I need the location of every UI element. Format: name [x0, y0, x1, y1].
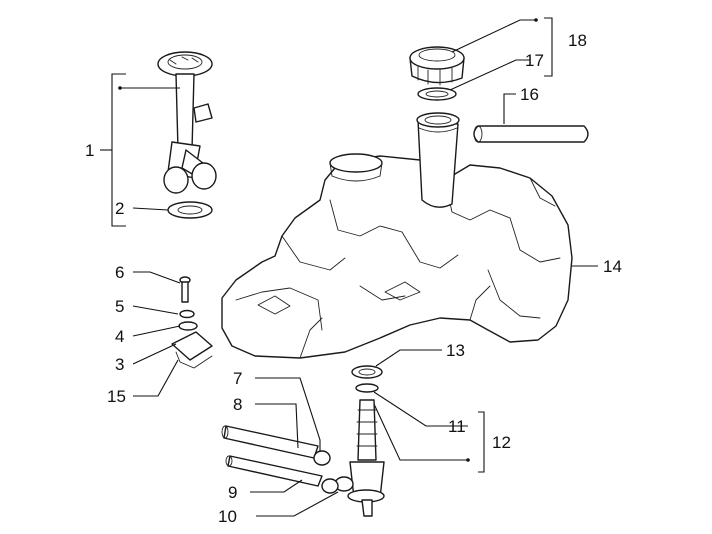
- o-ring: [355, 383, 379, 393]
- leader-lines: [100, 18, 598, 517]
- callout-14: 14: [603, 257, 622, 276]
- callout-17: 17: [525, 51, 544, 70]
- callout-13: 13: [446, 341, 465, 360]
- washer-5: [179, 309, 195, 319]
- group-bracket-12: [478, 411, 485, 473]
- callout-2: 2: [115, 199, 124, 218]
- callout-4: 4: [115, 327, 124, 346]
- callout-12: 12: [492, 433, 511, 452]
- callout-16: 16: [520, 85, 539, 104]
- group-bracket-18: [544, 17, 553, 77]
- callout-10: 10: [218, 507, 237, 526]
- fuel-hose-8: [221, 425, 319, 459]
- callout-5: 5: [115, 297, 124, 316]
- cap-gasket: [417, 87, 457, 101]
- fuel-hose-9: [225, 455, 323, 487]
- hose-clip-7: [313, 450, 331, 466]
- callout-9: 9: [228, 483, 237, 502]
- callout-6: 6: [115, 263, 124, 282]
- tap-gasket: [351, 365, 383, 379]
- callout-11: 11: [448, 417, 466, 436]
- fuel-level-sender: [157, 51, 217, 194]
- screw-6: [179, 276, 191, 303]
- fuel-cap: [409, 46, 465, 86]
- callout-3: 3: [115, 355, 124, 374]
- hose-clip-10: [321, 478, 339, 494]
- callout-8: 8: [233, 395, 242, 414]
- fuel-tank: [221, 112, 573, 359]
- sender-gasket: [167, 201, 213, 219]
- callout-18: 18: [568, 31, 587, 50]
- callout-15: 15: [107, 387, 126, 406]
- mounting-bracket: [171, 331, 213, 369]
- callout-7: 7: [233, 369, 242, 388]
- fuel-tap: [334, 399, 385, 517]
- breather-pipe: [473, 125, 589, 143]
- washer-4: [178, 321, 198, 331]
- callout-1: 1: [85, 141, 94, 160]
